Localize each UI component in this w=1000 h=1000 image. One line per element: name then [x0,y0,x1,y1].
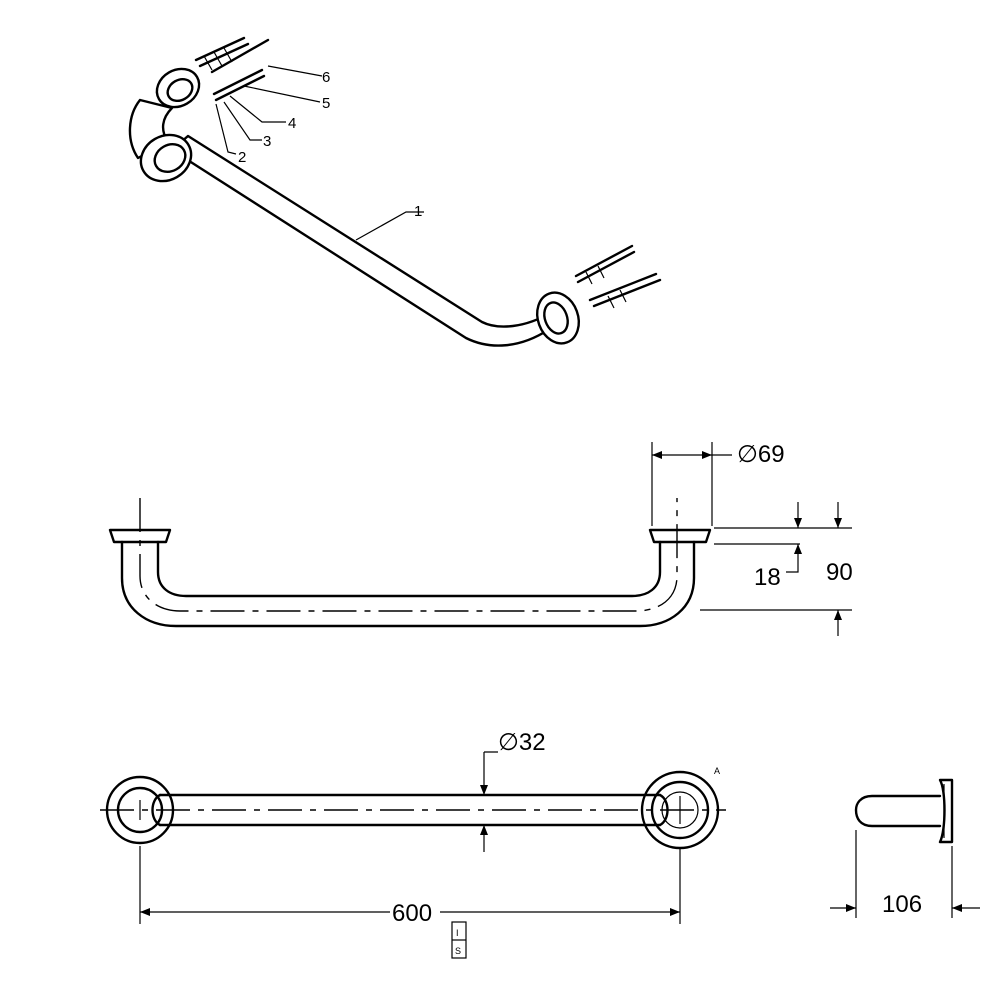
projection-height-label: 90 [826,559,853,586]
center-marks [139,796,681,824]
bar-centerline [139,498,678,612]
bar-top-edges [158,793,662,827]
flange-diameter-dimension [651,442,732,526]
height-extension-lines [700,527,852,611]
upper-screws [194,36,270,102]
callout-3: 3 [263,133,271,150]
tube-diameter-label: ∅32 [498,729,546,756]
flange-thickness-dimension [786,502,802,573]
flange-diameter-label: ∅69 [737,441,785,468]
callout-6: 6 [322,69,330,86]
projection-height-dimension [834,502,842,636]
upper-back-flange [155,67,201,109]
isometric-view: 6 5 4 3 2 1 [128,36,662,347]
view-a-mark: A [714,766,720,776]
callout-5: 5 [322,95,330,112]
flange-thickness-label: 18 [754,564,781,591]
side-depth-dimension [830,830,980,918]
length-label: 600 [392,900,432,927]
tube-diameter-dimension [480,751,498,852]
callout-4: 4 [288,115,296,132]
side-depth-label: 106 [882,891,922,918]
bar-inner-edge [156,540,662,598]
stamp-top: I [456,928,459,938]
bar-outer-edge [120,540,696,628]
callout-1: 1 [414,203,422,220]
stamp-box [451,921,467,959]
left-flange-profile [108,528,172,544]
callout-2: 2 [238,149,246,166]
main-bar-tube [170,134,554,347]
right-screws [574,244,662,309]
callout-leaders [215,65,424,241]
right-flange [536,291,580,345]
right-flange-profile [648,528,712,544]
plan-view: ∅32 A 600 I S [100,729,726,959]
upper-front-flange [139,133,193,183]
front-elevation-view: ∅69 18 90 [108,441,853,636]
side-flange [938,778,954,844]
stamp-bottom: S [455,946,461,956]
side-view: 106 [830,778,980,918]
length-dimension [139,846,681,924]
side-tube [854,794,942,828]
